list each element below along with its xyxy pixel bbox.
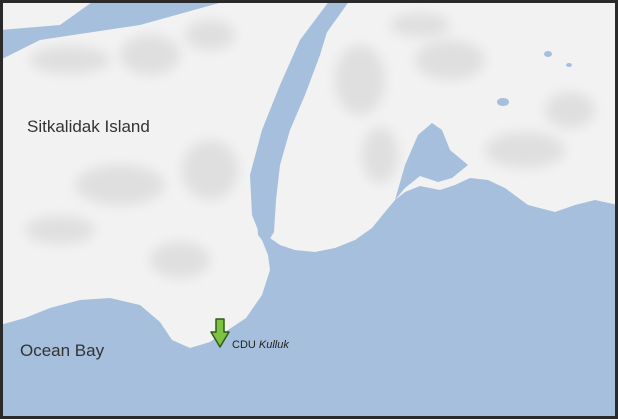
lake: [544, 51, 552, 57]
inner-bay-water: [395, 123, 468, 200]
vessel-name: Kulluk: [258, 339, 289, 351]
vessel-marker-label: CDU Kulluk: [232, 339, 289, 351]
green-down-arrow-marker-icon[interactable]: [209, 317, 231, 349]
terrain-shading: [25, 13, 595, 278]
lake: [497, 98, 509, 106]
island-label: Sitkalidak Island: [27, 117, 150, 136]
lake: [566, 63, 572, 67]
sitkalidak-island-land: [0, 0, 330, 348]
bay-label: Ocean Bay: [20, 341, 105, 360]
inlet-water: [256, 12, 330, 245]
vessel-prefix: CDU: [232, 339, 256, 351]
